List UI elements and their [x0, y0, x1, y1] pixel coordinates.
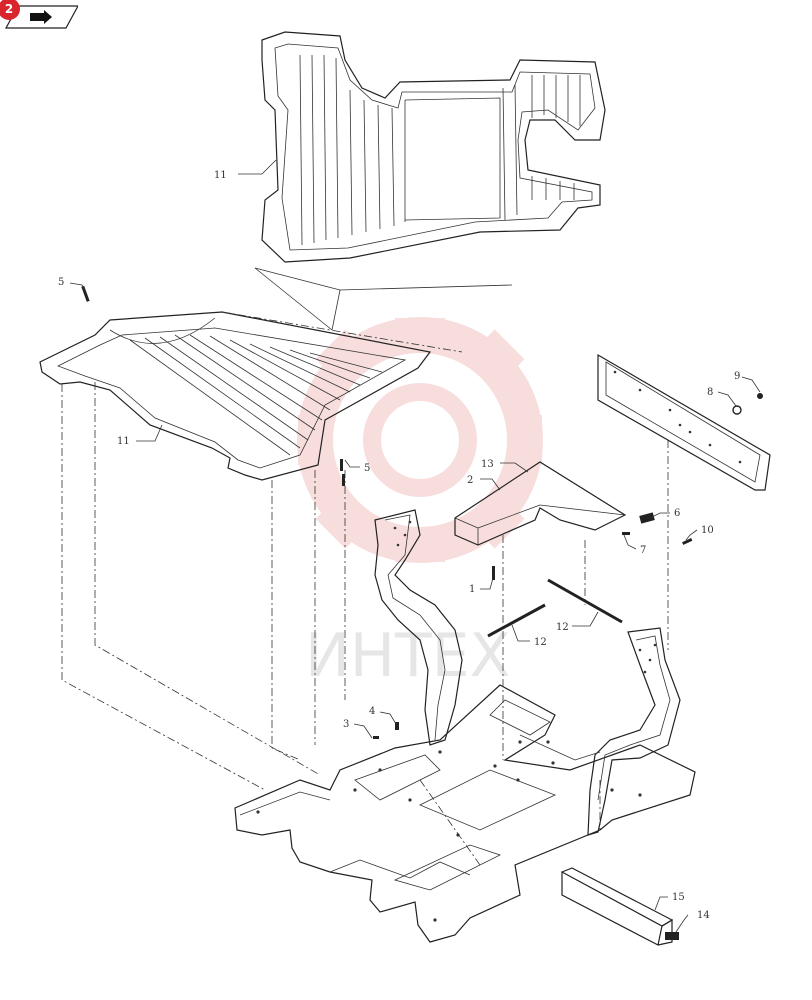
callout-12-b: 12 [556, 622, 569, 633]
leader-lines [69, 159, 761, 933]
callout-2: 2 [467, 475, 473, 486]
floor-mat-perspective [39, 311, 463, 481]
base-frame [234, 684, 696, 943]
rods [487, 578, 623, 638]
right-upright-bracket [587, 627, 681, 836]
callout-5-mid: 5 [364, 463, 370, 474]
side-panel [597, 353, 771, 491]
spacer-block [560, 867, 674, 946]
callout-7: 7 [640, 545, 646, 556]
watermark-text: ИНТЕХ [305, 621, 511, 691]
callout-11-top: 11 [214, 170, 227, 181]
return-button[interactable]: 2 [0, 0, 80, 30]
callout-15: 15 [672, 892, 685, 903]
notification-badge: 2 [0, 0, 20, 20]
callout-10: 10 [701, 525, 714, 536]
callout-13: 13 [481, 459, 494, 470]
return-arrow-icon [4, 5, 80, 29]
assembly-lines [61, 382, 669, 866]
floor-mat-top-view [261, 31, 606, 263]
callout-labels: 11 5 11 5 13 2 9 8 6 10 7 1 12 12 3 4 15… [58, 170, 740, 921]
watermark-logo [297, 317, 543, 563]
callout-12-a: 12 [534, 637, 547, 648]
callout-5-top: 5 [58, 277, 64, 288]
callout-1: 1 [469, 584, 475, 595]
left-upright-bracket [374, 509, 463, 746]
callout-4: 4 [369, 706, 375, 717]
callout-11-left: 11 [117, 436, 130, 447]
callout-14: 14 [697, 910, 710, 921]
callout-8: 8 [707, 387, 713, 398]
callout-6: 6 [674, 508, 680, 519]
callout-9: 9 [734, 371, 740, 382]
cover-plate [454, 461, 627, 546]
view-convergence-lines [254, 267, 513, 331]
callout-3: 3 [343, 719, 349, 730]
